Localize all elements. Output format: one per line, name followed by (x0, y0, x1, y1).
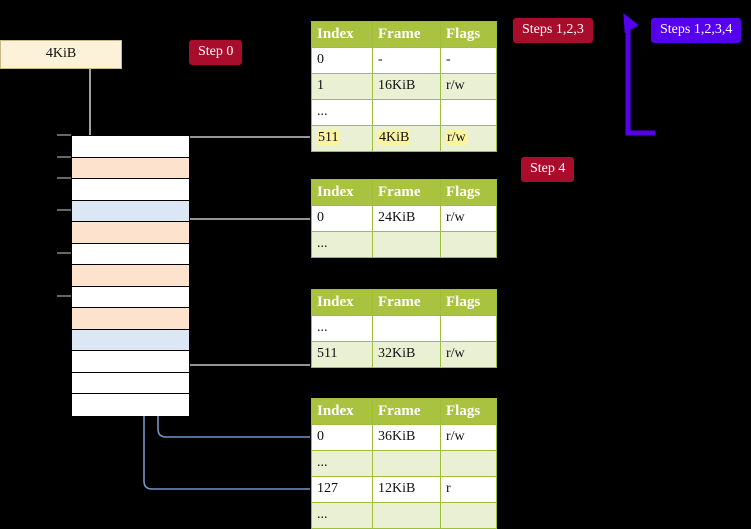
table-cell: r (440, 476, 497, 503)
table-cell (372, 231, 441, 258)
table-cell: 12KiB (372, 476, 441, 503)
memory-row (72, 265, 189, 287)
caption-4kib: 4KiB (0, 40, 122, 69)
table-row: 511 4KiB r/w (311, 125, 497, 152)
column-header: Flags (440, 179, 497, 206)
column-header: Index (311, 179, 373, 206)
table-cell: 0 (311, 424, 373, 451)
table-cell: - (372, 47, 441, 74)
column-header: Index (311, 289, 373, 316)
table-cell: 0 (311, 47, 373, 74)
highlighted-value: 4KiB (378, 130, 411, 145)
column-header: Index (311, 21, 373, 48)
column-header: Frame (372, 21, 441, 48)
table-cell (372, 99, 441, 126)
table-cell (372, 315, 441, 342)
column-header: Flags (440, 21, 497, 48)
table-cell: ... (311, 502, 373, 529)
memory-row (72, 351, 189, 373)
table-cell: r/w (440, 73, 497, 100)
column-header: Flags (440, 398, 497, 425)
table-cell: - (440, 47, 497, 74)
table-cell: r/w (440, 424, 497, 451)
table-cell (372, 450, 441, 477)
purple-arrow-head (623, 13, 639, 33)
table-row: ... (311, 502, 497, 529)
table-cell: ... (311, 315, 373, 342)
column-header: Frame (372, 398, 441, 425)
highlighted-value: r/w (446, 130, 467, 145)
table-row: ... (311, 99, 497, 126)
badge-step-4: Step 4 (521, 157, 575, 182)
table-cell: 16KiB (372, 73, 441, 100)
memory-row (72, 222, 189, 244)
table-cell (440, 231, 497, 258)
column-header: Index (311, 398, 373, 425)
highlighted-value: 511 (317, 130, 340, 145)
column-header: Frame (372, 289, 441, 316)
memory-row (72, 394, 189, 416)
memory-row (72, 308, 189, 330)
badge-steps-1234: Steps 1,2,3,4 (651, 18, 742, 43)
table-cell: ... (311, 231, 373, 258)
table-cell (440, 315, 497, 342)
memory-row (72, 179, 189, 201)
table-cell: 511 (311, 341, 373, 368)
table-row: ... (311, 450, 497, 477)
memory-column (71, 135, 190, 416)
badge-steps-123: Steps 1,2,3 (513, 18, 593, 43)
memory-row (72, 329, 189, 351)
column-header: Frame (372, 179, 441, 206)
memory-row (72, 200, 189, 222)
table-cell: 32KiB (372, 341, 441, 368)
connector-table3-to-memory (174, 311, 310, 366)
table-row: ... (311, 231, 497, 258)
table-cell: r/w (440, 341, 497, 368)
table-cell: 127 (311, 476, 373, 503)
table-row: ... (311, 315, 497, 342)
table-cell: ... (311, 450, 373, 477)
table-cell: 1 (311, 73, 373, 100)
memory-row (72, 157, 189, 179)
table-cell (372, 502, 441, 529)
badge-step-0: Step 0 (189, 40, 243, 65)
column-header: Flags (440, 289, 497, 316)
memory-row (72, 372, 189, 394)
table-cell (440, 450, 497, 477)
table-cell: r/w (440, 125, 497, 152)
table-row: 0-- (311, 47, 497, 74)
table-cell: 511 (311, 125, 373, 152)
table-cell: 36KiB (372, 424, 441, 451)
memory-row (72, 136, 189, 158)
connector-table2-to-memory (174, 218, 310, 265)
table-cell (440, 502, 497, 529)
memory-row (72, 243, 189, 265)
table-cell: 4KiB (372, 125, 441, 152)
table-cell: 0 (311, 205, 373, 232)
table-cell: ... (311, 99, 373, 126)
table-cell (440, 99, 497, 126)
memory-row (72, 286, 189, 308)
table-cell: r/w (440, 205, 497, 232)
table-cell: 24KiB (372, 205, 441, 232)
